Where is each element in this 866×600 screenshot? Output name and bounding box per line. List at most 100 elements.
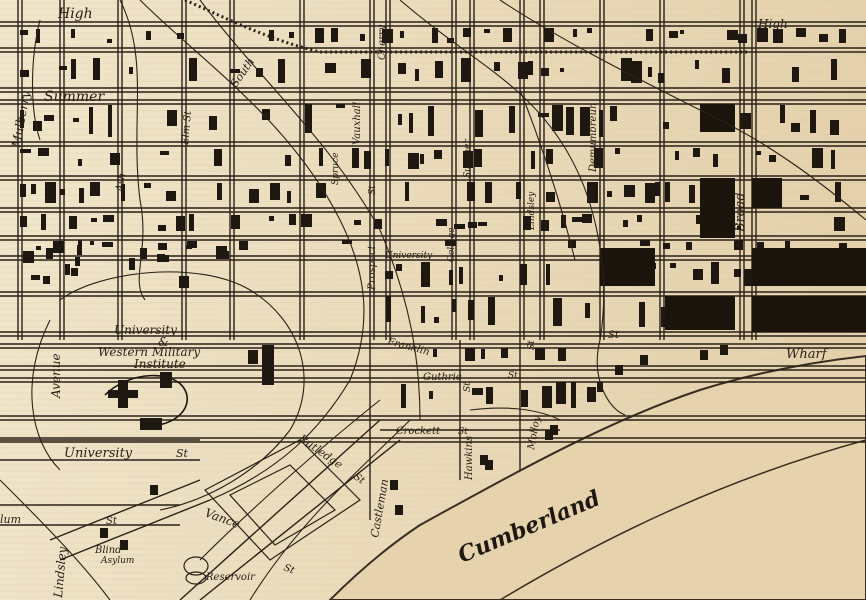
building — [31, 184, 36, 194]
building — [364, 151, 371, 169]
building — [558, 348, 566, 361]
building — [150, 485, 158, 495]
label-crockett-street: Crockett — [396, 426, 441, 437]
building — [20, 70, 29, 77]
label-high-street-east: High — [757, 17, 788, 31]
building — [331, 28, 338, 42]
building — [445, 240, 456, 246]
reservoir-basin — [183, 556, 209, 576]
building — [435, 61, 443, 78]
building — [73, 118, 79, 122]
building — [36, 246, 41, 250]
building — [216, 246, 227, 259]
building — [521, 390, 528, 407]
label-reservoir: Reservoir — [205, 572, 256, 583]
building — [167, 110, 177, 126]
building — [835, 182, 841, 202]
label-blind-asylum-line-2: Asylum — [100, 556, 134, 566]
building — [315, 28, 324, 43]
building — [550, 425, 558, 435]
building — [740, 113, 751, 129]
building — [663, 243, 670, 249]
building — [568, 240, 576, 248]
building — [421, 262, 430, 287]
building — [146, 31, 151, 40]
building — [140, 248, 147, 259]
building — [478, 222, 487, 226]
building — [615, 365, 623, 375]
building — [269, 30, 274, 41]
label-summer-street: Summer — [44, 89, 105, 105]
building — [239, 241, 248, 250]
building — [305, 104, 312, 133]
building — [503, 28, 512, 42]
building — [89, 107, 93, 134]
building — [501, 348, 508, 358]
building — [523, 216, 531, 230]
label-wharf-street: Wharf — [786, 347, 829, 362]
building — [541, 68, 549, 76]
building — [433, 349, 437, 357]
building — [488, 297, 495, 325]
building — [71, 29, 75, 38]
building — [560, 68, 564, 72]
building — [396, 264, 402, 271]
building — [385, 271, 393, 279]
building — [773, 29, 783, 43]
label-elm-street: Elm St — [180, 109, 194, 146]
building — [553, 298, 562, 326]
building — [157, 254, 165, 262]
building — [452, 299, 456, 312]
building — [90, 182, 100, 196]
building — [285, 155, 291, 166]
label-prospect-street: Prospect — [367, 244, 378, 291]
building — [108, 105, 112, 137]
building — [179, 276, 189, 288]
building — [572, 217, 582, 222]
building — [36, 29, 40, 43]
building — [711, 262, 719, 284]
building — [756, 151, 761, 155]
label-prospect-st-suffix: St — [368, 185, 378, 195]
building — [486, 387, 493, 404]
building — [670, 263, 676, 268]
building — [646, 29, 653, 41]
building — [75, 257, 80, 266]
building — [421, 306, 425, 323]
building — [607, 191, 612, 197]
building — [230, 69, 240, 73]
building — [624, 185, 635, 197]
building — [587, 182, 598, 203]
building — [571, 382, 576, 408]
building — [231, 215, 240, 229]
building — [408, 153, 419, 169]
label-asylum-st-suffix: St — [106, 516, 118, 527]
building — [325, 63, 336, 73]
building — [409, 113, 413, 133]
label-institute-line-4: Institute — [133, 357, 186, 371]
building — [189, 58, 197, 81]
building — [382, 29, 393, 43]
building — [757, 28, 768, 42]
building — [158, 243, 167, 250]
label-vance-st-suffix: St — [282, 562, 297, 576]
building — [693, 269, 703, 280]
building — [71, 59, 76, 79]
building — [33, 121, 42, 131]
building — [129, 258, 135, 270]
label-lindsley-street-west: Lindsley — [51, 546, 70, 599]
building — [405, 182, 409, 201]
label-high-street-west: High — [57, 6, 93, 22]
building — [475, 110, 483, 137]
label-university-street: University — [64, 446, 133, 461]
building — [45, 182, 56, 203]
building — [102, 242, 113, 247]
building — [176, 216, 185, 231]
label-crockett-st-suffix: St — [458, 427, 468, 437]
building — [819, 34, 828, 42]
building — [695, 60, 699, 69]
building — [546, 149, 553, 164]
label-institute-line-2: & — [158, 335, 169, 349]
label-broad-street: Broad — [733, 192, 748, 233]
label-molloy-st-suffix: St — [527, 340, 537, 350]
